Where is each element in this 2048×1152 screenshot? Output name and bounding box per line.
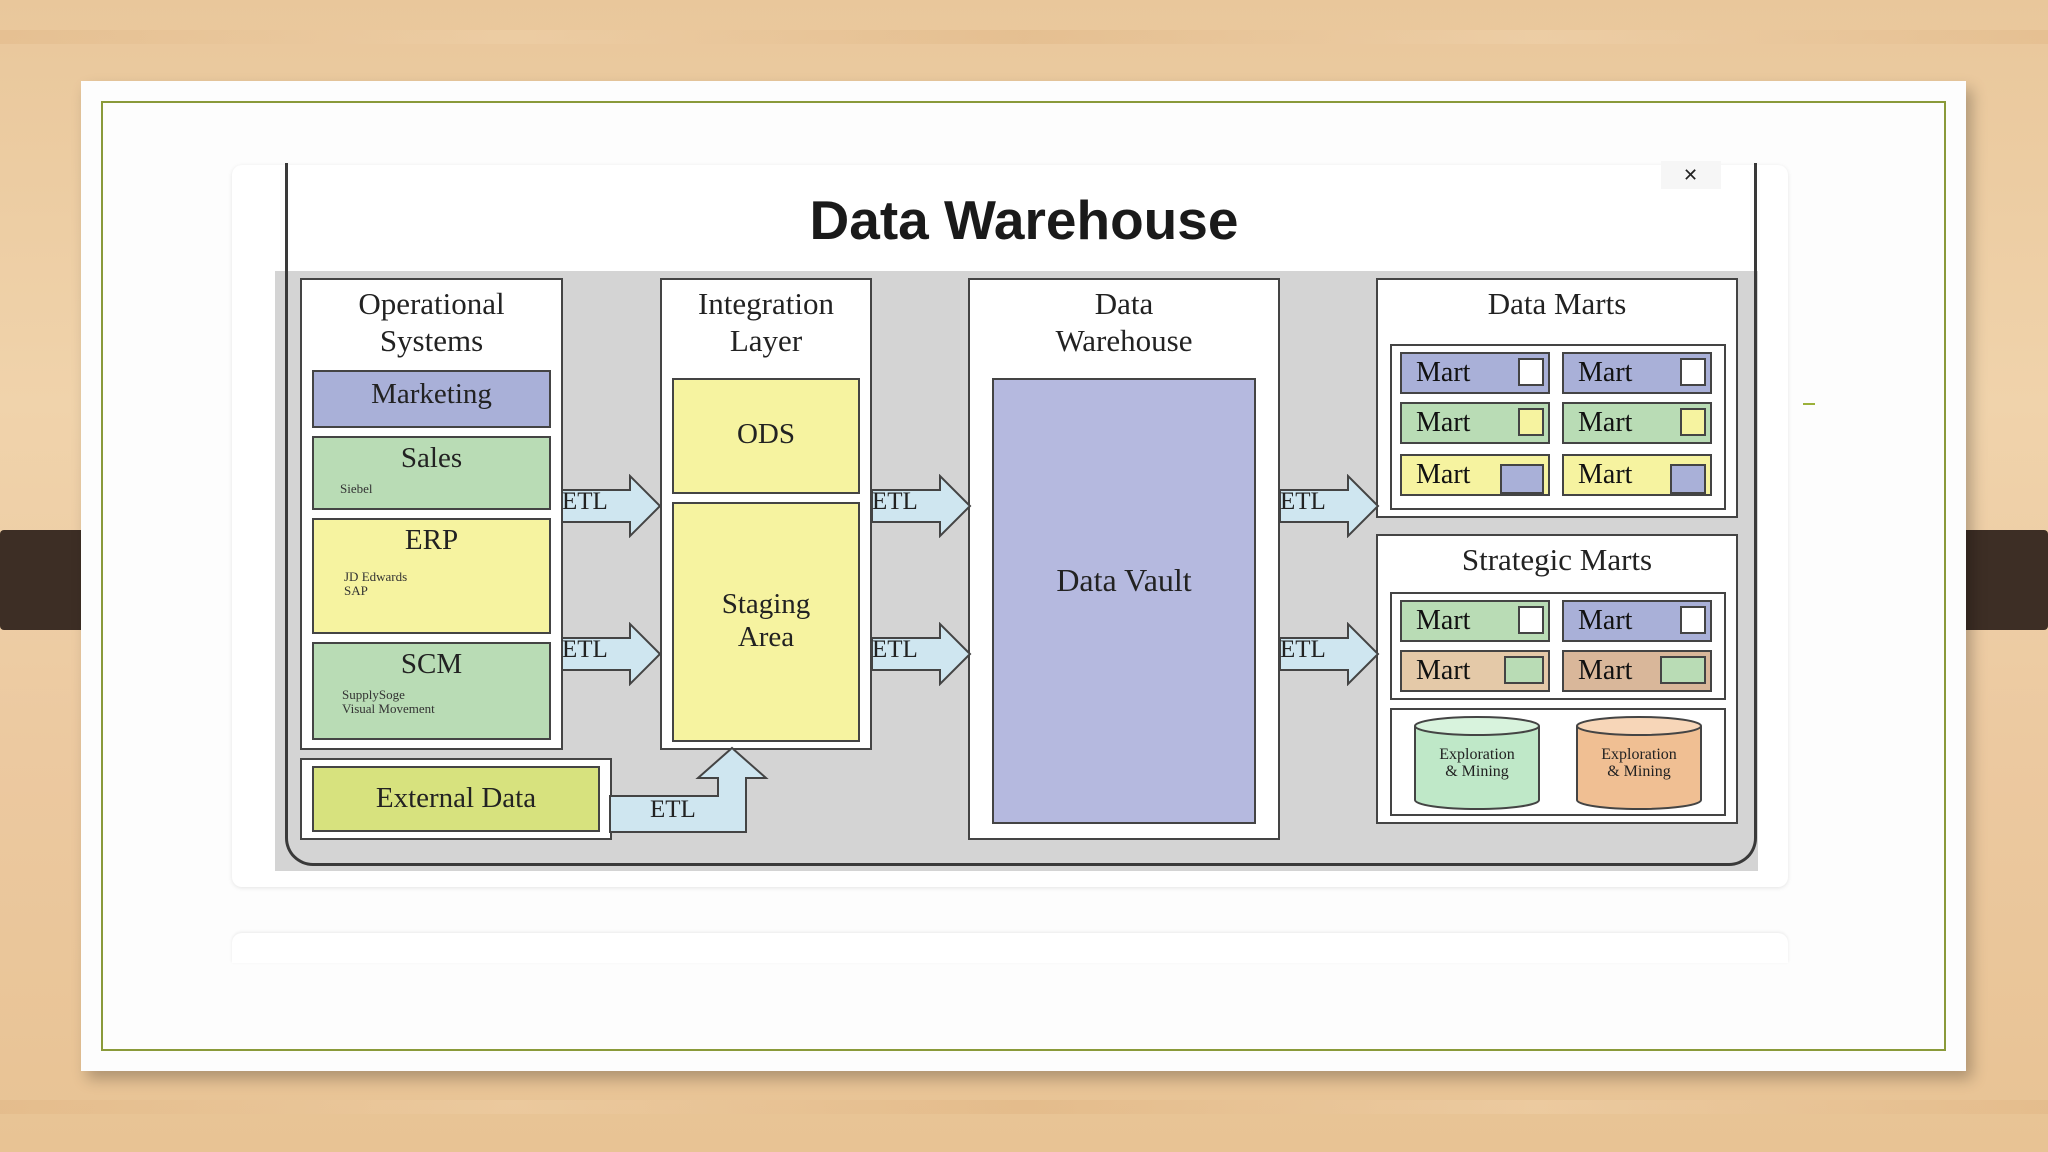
- exploration-mining-orange: [1576, 716, 1702, 810]
- data-marts-heading: Data Marts: [1487, 286, 1627, 321]
- strategic-mart-1: Mart: [1400, 600, 1550, 642]
- mart-4: Mart: [1562, 402, 1712, 444]
- ods-box: ODS: [672, 378, 860, 494]
- diagram-title: Data Warehouse: [809, 189, 1239, 251]
- etl-arrow-5: [1279, 474, 1380, 538]
- integration-heading-1: Integration: [697, 286, 834, 321]
- mart-6: Mart: [1562, 454, 1712, 496]
- exploration-mining-green: [1414, 716, 1540, 810]
- etl-arrow-3: [871, 474, 972, 538]
- integration-heading-2: Layer: [729, 323, 803, 358]
- etl-arrow-4: [871, 622, 972, 686]
- slide-border: [101, 101, 1946, 1051]
- etl-arrow-6: [1279, 622, 1380, 686]
- external-data-box: External Data: [312, 766, 600, 832]
- warehouse-heading-1: Data: [1094, 286, 1154, 321]
- strategic-mart-2: Mart: [1562, 600, 1712, 642]
- scm-box: SCM SupplySoge Visual Movement: [312, 642, 551, 740]
- erp-box: ERP JD Edwards SAP: [312, 518, 551, 634]
- mart-5: Mart: [1400, 454, 1550, 496]
- mart-1: Mart: [1400, 352, 1550, 394]
- staging-area-box: Staging Area: [672, 502, 860, 742]
- etl-arrow-2: [561, 622, 662, 686]
- mart-2: Mart: [1562, 352, 1712, 394]
- marketing-box: Marketing: [312, 370, 551, 428]
- next-card: [232, 933, 1788, 963]
- etl-arrow-up: [609, 746, 769, 833]
- etl-arrow-1: [561, 474, 662, 538]
- operational-heading-2: Systems: [379, 323, 484, 358]
- strategic-mart-3: Mart: [1400, 650, 1550, 692]
- accent-mark: [1803, 403, 1815, 405]
- operational-heading-1: Operational: [358, 286, 505, 321]
- mart-3: Mart: [1400, 402, 1550, 444]
- strategic-marts-heading: Strategic Marts: [1461, 542, 1653, 577]
- sales-box: Sales Siebel: [312, 436, 551, 510]
- warehouse-heading-2: Warehouse: [1055, 323, 1193, 358]
- close-icon[interactable]: ✕: [1661, 161, 1721, 189]
- diagram-outline: [285, 163, 1757, 866]
- data-vault-box: Data Vault: [992, 378, 1256, 824]
- strategic-mart-4: Mart: [1562, 650, 1712, 692]
